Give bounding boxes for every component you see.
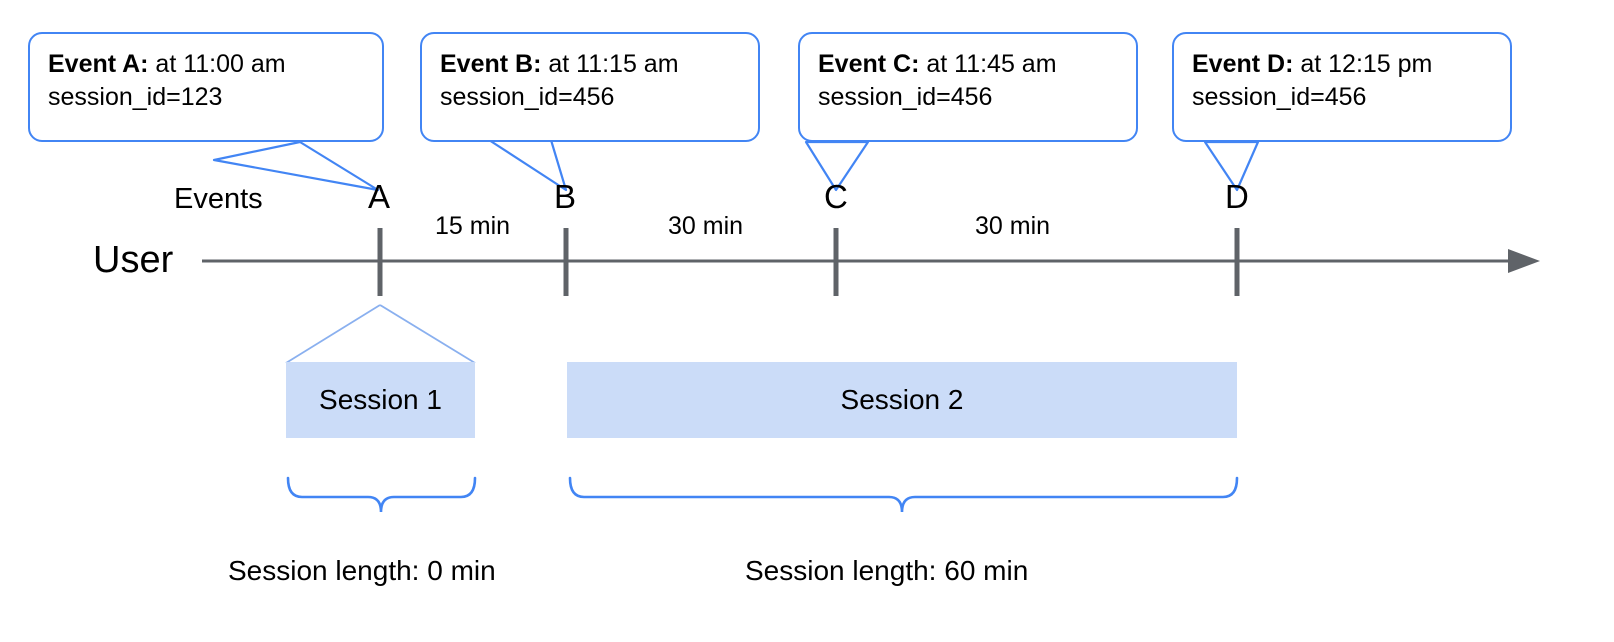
timeline-axis [202, 249, 1540, 273]
gap-label-a-b: 15 min [435, 212, 511, 240]
callout-event-b[interactable]: Event B: at 11:15 am session_id=456 [420, 32, 760, 142]
callout-b-time: at 11:15 am [541, 50, 679, 78]
events-row-label: Events [174, 183, 263, 215]
event-letter-a: A [368, 178, 391, 215]
callout-d-session: session_id=456 [1192, 82, 1367, 111]
session-bar-1[interactable]: Session 1 [286, 362, 475, 438]
callout-b-line1: Event B: at 11:15 am [440, 48, 742, 81]
session-bar-2-label: Session 2 [840, 384, 964, 415]
callout-d-name: Event D: [1192, 50, 1294, 78]
callout-c-line1: Event C: at 11:45 am [818, 48, 1120, 81]
session-2-length-label: Session length: 60 min [745, 555, 1029, 586]
callout-tail-a [212, 140, 380, 192]
callout-c-session: session_id=456 [818, 82, 993, 111]
callout-c-name: Event C: [818, 50, 920, 78]
callout-a-line1: Event A: at 11:00 am [48, 48, 366, 81]
callout-a-session: session_id=123 [48, 82, 223, 111]
gap-label-c-d: 30 min [975, 212, 1051, 240]
session-bar-1-label: Session 1 [319, 384, 442, 415]
callout-event-c[interactable]: Event C: at 11:45 am session_id=456 [798, 32, 1138, 142]
session-1-length-label: Session length: 0 min [228, 555, 496, 586]
event-letter-c: C [824, 178, 848, 215]
callout-b-session: session_id=456 [440, 82, 615, 111]
callout-d-line1: Event D: at 12:15 pm [1192, 48, 1494, 81]
user-axis-label: User [93, 239, 174, 281]
callout-event-a[interactable]: Event A: at 11:00 am session_id=123 [28, 32, 384, 142]
event-letter-b: B [554, 178, 577, 215]
session-bar-2[interactable]: Session 2 [567, 362, 1237, 438]
session1-funnel-connector [285, 304, 476, 364]
callout-a-name: Event A: [48, 50, 149, 78]
callout-c-time: at 11:45 am [919, 50, 1057, 78]
session1-brace [286, 476, 477, 513]
event-letter-d: D [1225, 178, 1249, 215]
callout-event-d[interactable]: Event D: at 12:15 pm session_id=456 [1172, 32, 1512, 142]
callout-b-name: Event B: [440, 50, 542, 78]
callout-a-time: at 11:00 am [148, 50, 286, 78]
callout-tail-d [1203, 140, 1260, 192]
callout-d-time: at 12:15 pm [1293, 50, 1433, 78]
callout-tail-c [804, 140, 870, 192]
gap-label-b-c: 30 min [668, 212, 744, 240]
session2-brace [568, 476, 1239, 513]
